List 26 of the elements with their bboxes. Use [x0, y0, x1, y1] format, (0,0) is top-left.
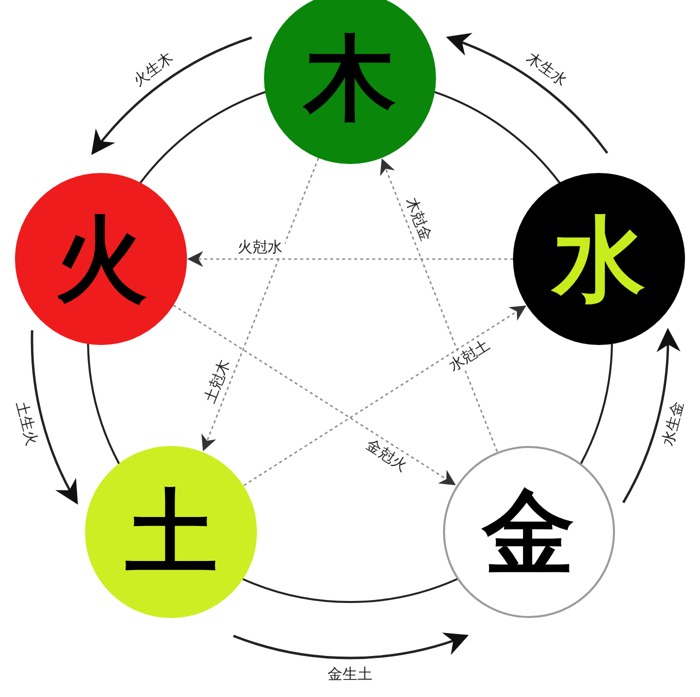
dotted-arrow — [380, 158, 498, 452]
element-circle: 土 — [85, 446, 258, 618]
edge-label: 火尅水 — [236, 238, 285, 256]
ring-line — [87, 344, 120, 464]
ring-line — [580, 344, 613, 464]
dotted-arrow — [243, 305, 526, 486]
element-circle: 火 — [14, 173, 187, 346]
ring-line — [434, 91, 561, 184]
edge-label: 金生土 — [328, 666, 372, 682]
dotted-arrow — [187, 251, 514, 268]
cycle-arrow — [91, 36, 252, 155]
edge-label: 木生水 — [524, 50, 569, 90]
cycle-arrow — [446, 34, 608, 154]
edge-label: 水生金 — [660, 400, 686, 448]
element-circle: 水 — [513, 173, 686, 346]
edge-label: 火生木 — [131, 50, 176, 90]
cycle-arrow — [622, 328, 680, 504]
ring-line — [139, 91, 266, 184]
element-circle: 木 — [264, 0, 436, 164]
cycle-arrow — [30, 330, 78, 505]
edge-label: 土生火 — [14, 400, 40, 448]
dotted-arrow — [201, 158, 320, 452]
dotted-arrow — [172, 304, 456, 486]
cycle-arrow — [233, 631, 469, 660]
element-circle: 金 — [442, 446, 615, 618]
ring-line — [242, 578, 458, 603]
